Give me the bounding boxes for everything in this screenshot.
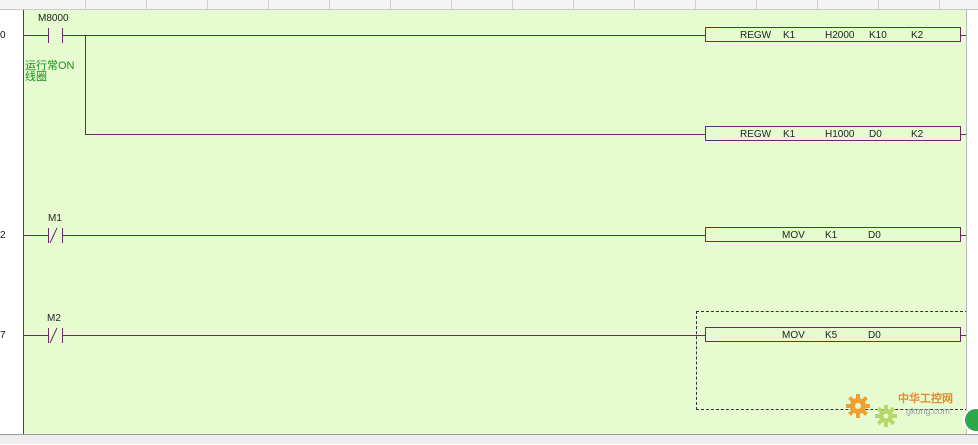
instruction-arg: H1000 (825, 129, 855, 140)
ruler-tick (878, 0, 879, 9)
instruction-regw-1[interactable]: REGW K1 H2000 K10 K2 (705, 27, 961, 42)
contact-m8000[interactable] (44, 26, 68, 46)
ruler-tick (268, 0, 269, 9)
ruler-tick (329, 0, 330, 9)
instruction-arg: H2000 (825, 30, 855, 41)
instruction-arg: K2 (911, 30, 924, 41)
watermark-en: gkong.com (906, 406, 951, 416)
horizontal-scrollbar[interactable] (0, 434, 978, 444)
ruler-tick (573, 0, 574, 9)
step-number: 2 (0, 230, 6, 241)
device-comment-line: 线圈 (25, 71, 47, 83)
instruction-op: REGW (740, 30, 772, 41)
step-gutter (0, 10, 24, 434)
instruction-arg: K1 (825, 230, 838, 241)
instruction-arg: K1 (783, 30, 796, 41)
contact-label-m8000: M8000 (38, 13, 69, 24)
instruction-arg: K5 (825, 330, 838, 341)
contact-m2-rising-edge[interactable] (44, 326, 68, 346)
ruler-tick (512, 0, 513, 9)
watermark: 中华工控网 gkong.com (842, 386, 978, 442)
contact-m2-edge (49, 327, 58, 344)
ruler-tick (207, 0, 208, 9)
instruction-arg: K2 (911, 129, 924, 140)
instruction-arg: K10 (869, 30, 887, 41)
column-ruler (0, 0, 978, 10)
instruction-op: MOV (782, 230, 805, 241)
instruction-arg: D0 (868, 330, 881, 341)
instruction-arg: D0 (868, 230, 881, 241)
ruler-tick (85, 0, 86, 9)
contact-label-m2: M2 (47, 313, 61, 324)
instruction-mov-1[interactable]: MOV K1 D0 (705, 227, 961, 242)
contact-m1-rising-edge[interactable] (44, 226, 68, 246)
device-comment-line: 运行常ON (25, 60, 75, 72)
contact-m1-edge (49, 227, 58, 244)
vertical-scrollbar[interactable] (966, 10, 978, 434)
step-number: 0 (0, 30, 6, 41)
ruler-tick (390, 0, 391, 9)
instruction-arg: D0 (869, 129, 882, 140)
step-number: 7 (0, 330, 6, 341)
ruler-tick (451, 0, 452, 9)
gear-icon (846, 394, 978, 433)
ruler-tick (756, 0, 757, 9)
instruction-regw-2[interactable]: REGW K1 H1000 D0 K2 (705, 126, 961, 141)
ruler-tick (695, 0, 696, 9)
instruction-op: MOV (782, 330, 805, 341)
watermark-cn: 中华工控网 (898, 393, 953, 405)
ruler-tick (146, 0, 147, 9)
ruler-tick (817, 0, 818, 9)
ruler-tick (939, 0, 940, 9)
ladder-canvas[interactable] (24, 10, 966, 434)
contact-label-m1: M1 (48, 213, 62, 224)
instruction-arg: K1 (783, 129, 796, 140)
device-comment: 运行常ON 线圈 (25, 61, 75, 83)
ruler-tick (634, 0, 635, 9)
instruction-mov-2[interactable]: MOV K5 D0 (705, 327, 961, 342)
instruction-op: REGW (740, 129, 772, 140)
